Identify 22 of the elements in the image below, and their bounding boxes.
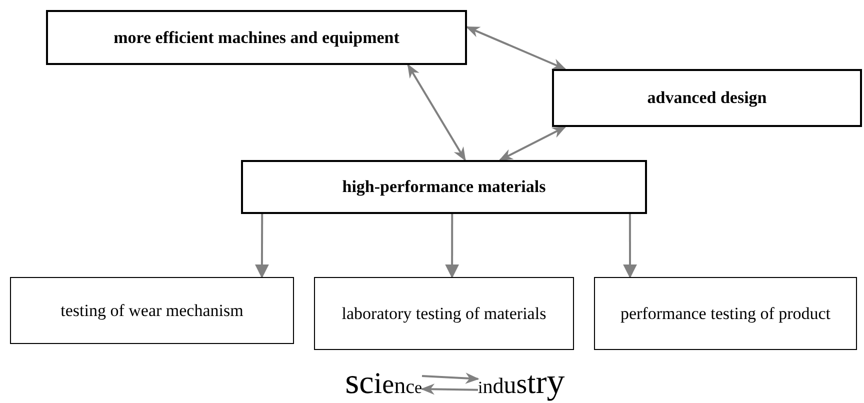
arrow <box>445 214 460 278</box>
arrow <box>498 126 566 161</box>
process-box <box>594 277 857 350</box>
process-box <box>10 277 294 344</box>
node-label: laboratory testing of materials <box>342 304 546 324</box>
arrow <box>422 372 480 384</box>
node-label: performance testing of product <box>620 304 831 324</box>
process-box <box>46 10 467 65</box>
node-label: advanced design <box>647 88 767 108</box>
process-box <box>241 160 647 214</box>
arrow <box>407 64 466 162</box>
node-label: science <box>345 362 422 400</box>
process-box <box>314 277 574 350</box>
node-label: high-performance materials <box>342 177 546 197</box>
node-label: more efficient machines and equipment <box>114 28 400 48</box>
arrow <box>623 214 638 278</box>
node-label: testing of wear mechanism <box>60 300 244 320</box>
process-box <box>552 69 862 127</box>
arrow <box>254 214 269 278</box>
arrow <box>420 384 478 395</box>
node-label: industry <box>478 362 565 400</box>
arrow <box>466 26 566 70</box>
